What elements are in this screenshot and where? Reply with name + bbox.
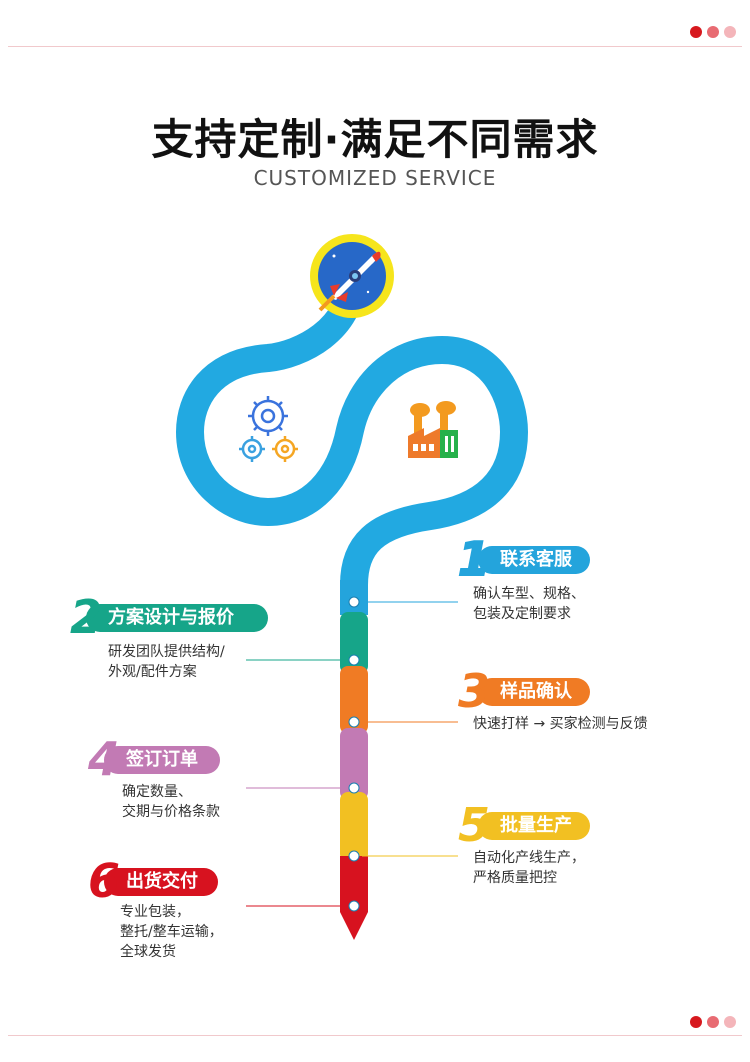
step-4-tag: 签订订单 — [104, 746, 220, 774]
step-6-tag: 出货交付 — [104, 868, 218, 896]
step-1-label: 联系客服 — [500, 549, 572, 570]
bottom-divider — [8, 1035, 742, 1036]
step-6-desc: 专业包装， 整托/整车运输， 全球发货 — [120, 904, 223, 960]
segment-red-arrow — [340, 856, 368, 940]
page-subtitle: CUSTOMIZED SERVICE — [253, 166, 497, 190]
step-6-number: 6 — [88, 854, 121, 908]
bottom-dots — [690, 1016, 736, 1028]
step-5-tag: 批量生产 — [478, 812, 590, 840]
segment-green — [340, 612, 368, 674]
dot — [724, 1016, 736, 1028]
dot — [724, 26, 736, 38]
bar-dot — [348, 782, 360, 794]
step-5-label: 批量生产 — [500, 815, 572, 836]
step-4-label: 签订订单 — [126, 749, 198, 770]
step-6-label: 出货交付 — [126, 871, 198, 892]
step-3-label: 样品确认 — [500, 681, 572, 702]
segment-yellow — [340, 792, 368, 862]
step-3-number: 3 — [458, 664, 491, 718]
dot — [690, 1016, 702, 1028]
step-2-label: 方案设计与报价 — [108, 607, 234, 628]
step-3-tag: 样品确认 — [478, 678, 590, 706]
step-1-desc: 确认车型、规格、 包装及定制要求 — [473, 586, 585, 622]
top-dots — [690, 26, 736, 38]
step-4-number: 4 — [88, 732, 121, 786]
step-3-desc: 快速打样 → 买家检测与反馈 — [473, 716, 648, 732]
dot — [690, 26, 702, 38]
bar-dot — [348, 850, 360, 862]
rocket-icon — [310, 234, 394, 318]
bar-dot — [348, 716, 360, 728]
factory-icon — [408, 401, 458, 458]
step-1-number: 1 — [457, 532, 491, 586]
step-2-desc: 研发团队提供结构/ 外观/配件方案 — [108, 644, 225, 680]
bar-dot — [348, 900, 360, 912]
dot — [707, 26, 719, 38]
step-2-number: 2 — [70, 590, 103, 644]
gears-icon — [239, 396, 298, 462]
page-title: 支持定制·满足不同需求 — [151, 115, 599, 164]
step-1-tag: 联系客服 — [478, 546, 590, 574]
dot — [707, 1016, 719, 1028]
bar-dot — [348, 596, 360, 608]
winding-path — [175, 264, 529, 614]
segment-purple — [340, 728, 368, 800]
step-2-tag: 方案设计与报价 — [86, 604, 268, 632]
top-divider — [8, 46, 742, 47]
segment-orange — [340, 666, 368, 734]
bar-dot — [348, 654, 360, 666]
step-5-number: 5 — [458, 798, 491, 852]
step-5-desc: 自动化产线生产， 严格质量把控 — [473, 850, 585, 886]
step-4-desc: 确定数量、 交期与价格条款 — [122, 784, 220, 820]
